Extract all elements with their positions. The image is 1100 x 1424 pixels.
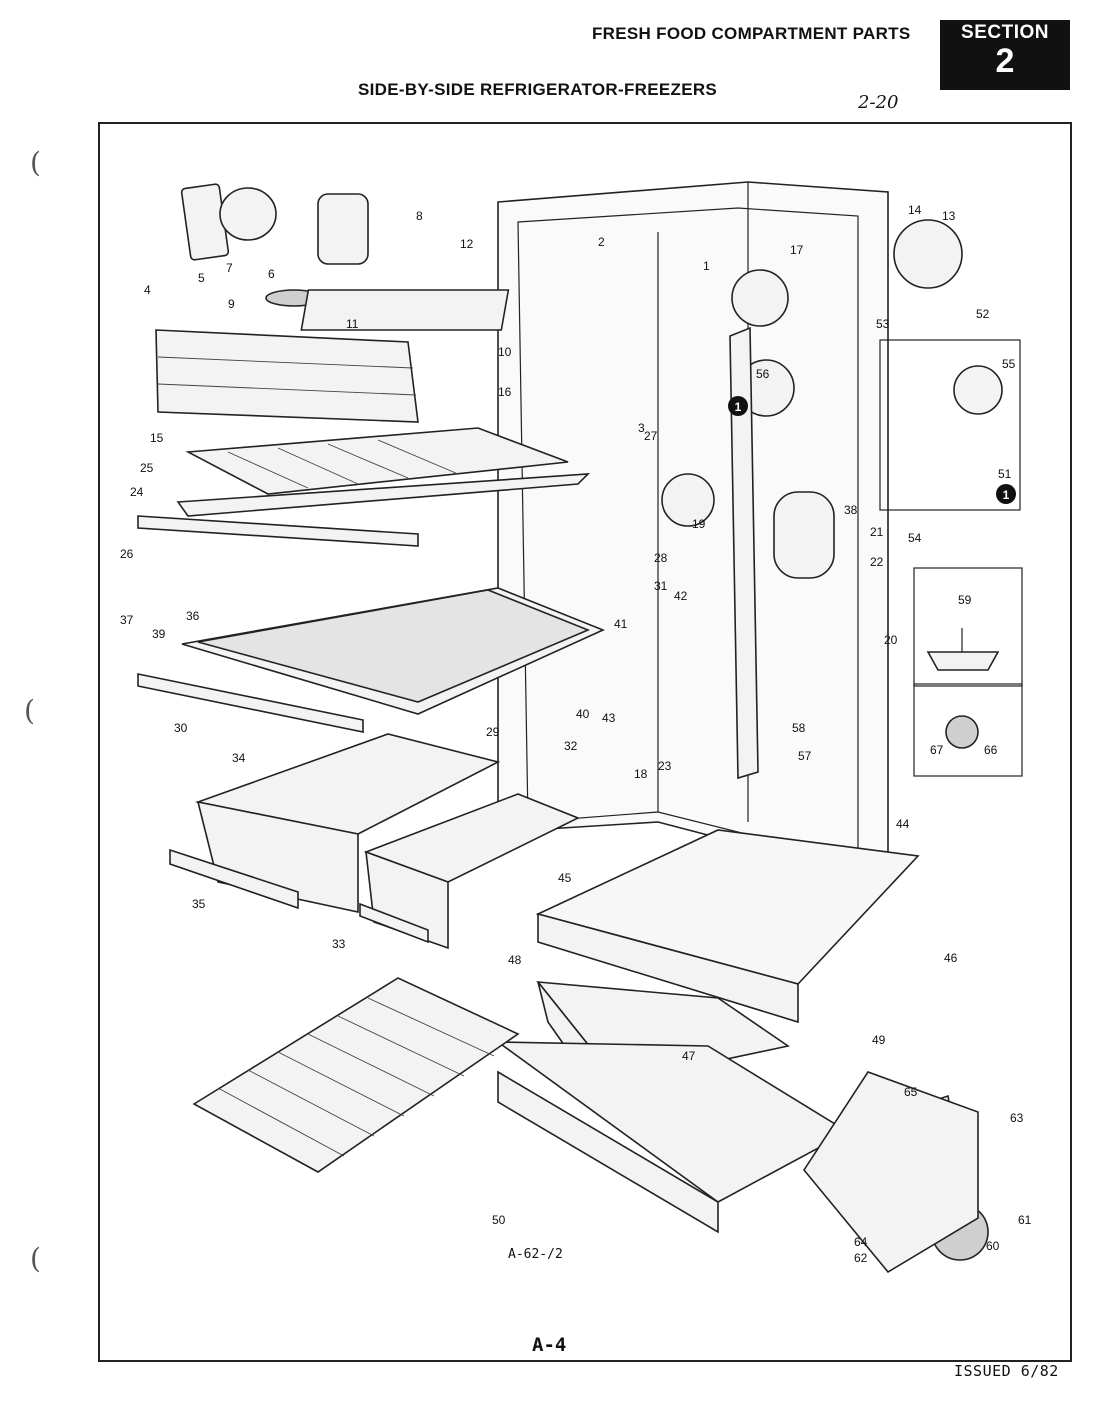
handwritten-note: 2-20 (858, 92, 899, 113)
glass-shelf (137, 587, 606, 733)
callout-32: 32 (564, 739, 578, 753)
callout-3: 3 (638, 421, 645, 435)
callout-26: 26 (120, 547, 134, 561)
detail-marker-text: 1 (735, 400, 742, 414)
callout-7: 7 (226, 261, 233, 275)
callout-57: 57 (798, 749, 812, 763)
issue-date: ISSUED 6/82 (954, 1362, 1059, 1380)
light-housing-assembly (180, 183, 510, 331)
callout-27: 27 (644, 429, 658, 443)
callout-1: 1 (703, 259, 710, 273)
callout-54: 54 (908, 531, 922, 545)
binder-hole-mark: ( (30, 146, 41, 179)
callout-34: 34 (232, 751, 246, 765)
callout-21: 21 (870, 525, 884, 539)
callout-8: 8 (416, 209, 423, 223)
callout-56: 56 (756, 367, 770, 381)
callout-14: 14 (908, 203, 922, 217)
lower-wire-shelf (192, 977, 520, 1173)
callout-36: 36 (186, 609, 200, 623)
callout-50: 50 (492, 1213, 506, 1227)
callout-63: 63 (1010, 1111, 1024, 1125)
callout-23: 23 (658, 759, 672, 773)
callout-11: 11 (346, 317, 359, 331)
callout-16: 16 (498, 385, 512, 399)
page-subtitle: SIDE-BY-SIDE REFRIGERATOR-FREEZERS (358, 80, 718, 99)
section-badge: SECTION 2 (940, 20, 1070, 90)
callout-9: 9 (228, 297, 235, 311)
callout-44: 44 (896, 817, 910, 831)
binder-hole-mark: ( (30, 1242, 41, 1275)
callout-62: 62 (854, 1251, 868, 1265)
callout-49: 49 (872, 1033, 886, 1047)
callout-19: 19 (692, 517, 706, 531)
meat-keeper-pan (495, 829, 920, 1234)
upper-shelf (137, 427, 591, 547)
page-code: A-4 (532, 1334, 567, 1356)
detail-marker-text: 1 (1003, 488, 1010, 502)
callout-58: 58 (792, 721, 806, 735)
callout-42: 42 (674, 589, 688, 603)
section-title: FRESH FOOD COMPARTMENT PARTS (592, 24, 911, 43)
callout-18: 18 (634, 767, 648, 781)
callout-64: 64 (854, 1235, 868, 1249)
callout-41: 41 (614, 617, 628, 631)
callout-2: 2 (598, 235, 605, 249)
door-rail (729, 326, 759, 780)
callout-51: 51 (998, 467, 1012, 481)
callout-20: 20 (884, 633, 898, 647)
callout-45: 45 (558, 871, 572, 885)
callout-53: 53 (876, 317, 890, 331)
callout-12: 12 (460, 237, 474, 251)
callout-39: 39 (152, 627, 166, 641)
callout-47: 47 (682, 1049, 696, 1063)
callout-13: 13 (942, 209, 956, 223)
callout-33: 33 (332, 937, 346, 951)
detail-marker-left: 1 (728, 396, 748, 416)
callout-60: 60 (986, 1239, 1000, 1253)
callout-55: 55 (1002, 357, 1016, 371)
door-bins (169, 733, 580, 950)
section-label: SECTION (961, 22, 1049, 43)
callout-29: 29 (486, 725, 500, 739)
callout-28: 28 (654, 551, 668, 565)
callout-10: 10 (498, 345, 512, 359)
callout-37: 37 (120, 613, 134, 627)
callout-61: 61 (1018, 1213, 1032, 1227)
section-number: 2 (995, 42, 1015, 80)
callout-38: 38 (844, 503, 858, 517)
callout-65: 65 (904, 1085, 918, 1099)
callout-25: 25 (140, 461, 154, 475)
callout-67: 67 (930, 743, 944, 757)
callout-35: 35 (192, 897, 206, 911)
callout-4: 4 (144, 283, 151, 297)
detail-insets (661, 219, 1023, 1274)
binder-hole-mark: ( (24, 694, 35, 727)
diagram-frame (98, 122, 1072, 1362)
callout-22: 22 (870, 555, 884, 569)
crisper-cover (155, 329, 419, 423)
callout-40: 40 (576, 707, 590, 721)
callout-48: 48 (508, 953, 522, 967)
callout-43: 43 (602, 711, 616, 725)
detail-marker-right: 1 (996, 484, 1016, 504)
callout-46: 46 (944, 951, 958, 965)
callout-15: 15 (150, 431, 164, 445)
callout-66: 66 (984, 743, 998, 757)
drawing-code: A-62-/2 (508, 1247, 563, 1262)
callout-59: 59 (958, 593, 972, 607)
callout-6: 6 (268, 267, 275, 281)
callout-17: 17 (790, 243, 804, 257)
callout-5: 5 (198, 271, 205, 285)
callout-52: 52 (976, 307, 990, 321)
callout-30: 30 (174, 721, 188, 735)
callout-31: 31 (654, 579, 668, 593)
callout-24: 24 (130, 485, 144, 499)
